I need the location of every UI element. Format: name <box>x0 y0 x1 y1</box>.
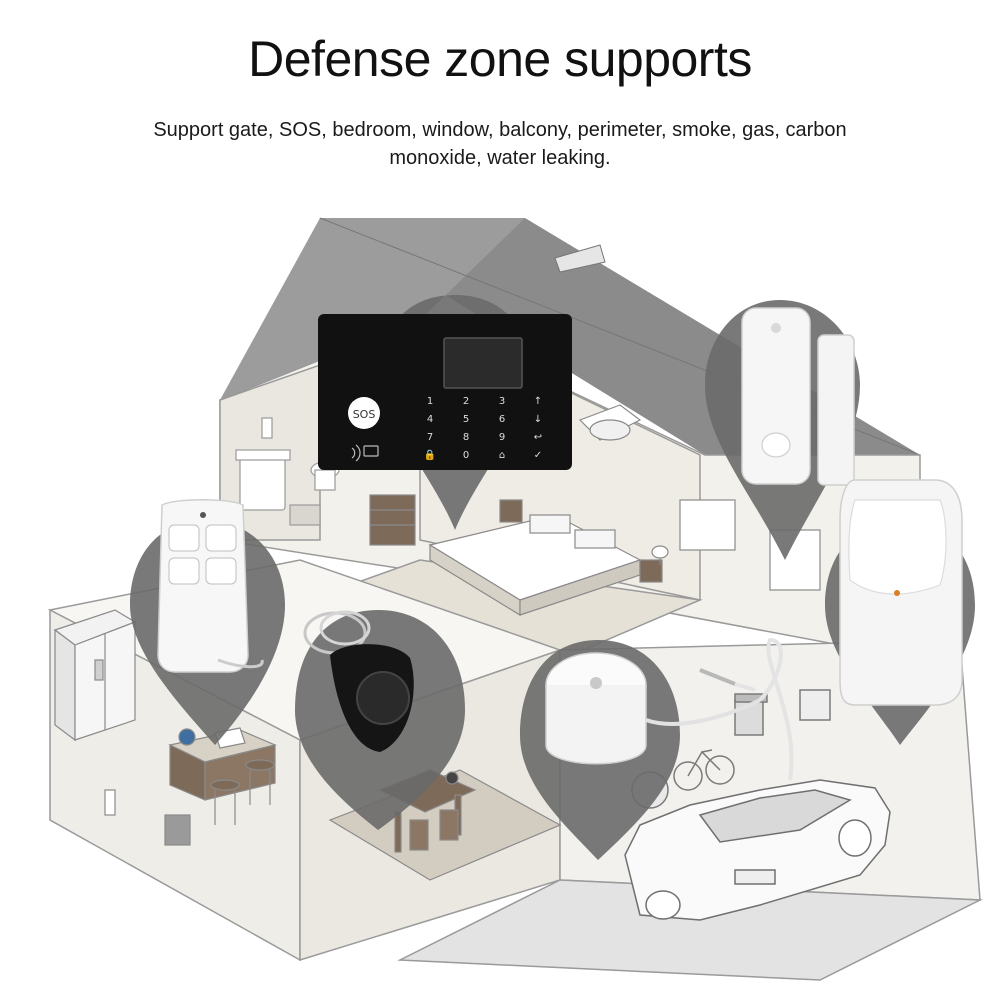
car-illustration <box>624 779 891 921</box>
keypad-key: 6 <box>499 414 505 425</box>
keypad-key: ⌂ <box>499 450 505 461</box>
rfid-tag <box>303 610 414 752</box>
keypad-panel: SOS <box>318 314 572 470</box>
pir-motion-sensor <box>839 479 963 706</box>
keypad-key: 9 <box>499 432 505 443</box>
remote-control <box>157 499 264 673</box>
kitchen <box>53 609 277 846</box>
keypad-key: 0 <box>463 450 469 461</box>
sos-label: SOS <box>353 408 376 421</box>
bedroom <box>369 494 669 617</box>
keypad-key: ✓ <box>534 450 542 461</box>
keypad-key: 2 <box>463 396 469 407</box>
keypad-key: 4 <box>427 414 433 425</box>
keypad-key: ↓ <box>534 414 542 425</box>
keypad-keys: 1 2 3 ↑ 4 5 6 ↓ 7 8 9 ↩ 🔒 0 ⌂ ✓ <box>424 396 542 461</box>
keypad-key: 🔒 <box>424 449 436 461</box>
rfid-icon <box>351 444 379 462</box>
keypad-key: 5 <box>463 414 469 425</box>
door-sensor <box>741 307 855 486</box>
keypad-key: 8 <box>463 432 469 443</box>
page-subtitle: Support gate, SOS, bedroom, window, balc… <box>153 119 847 169</box>
keypad-key: 7 <box>427 432 433 443</box>
siren <box>545 637 794 781</box>
keypad-key: ↩ <box>534 432 542 443</box>
keypad-key: ↑ <box>534 396 542 407</box>
keypad-key: 3 <box>499 396 505 407</box>
keypad-key: 1 <box>427 396 433 407</box>
bathroom <box>235 417 340 526</box>
page-title: Defense zone supports <box>248 31 752 87</box>
